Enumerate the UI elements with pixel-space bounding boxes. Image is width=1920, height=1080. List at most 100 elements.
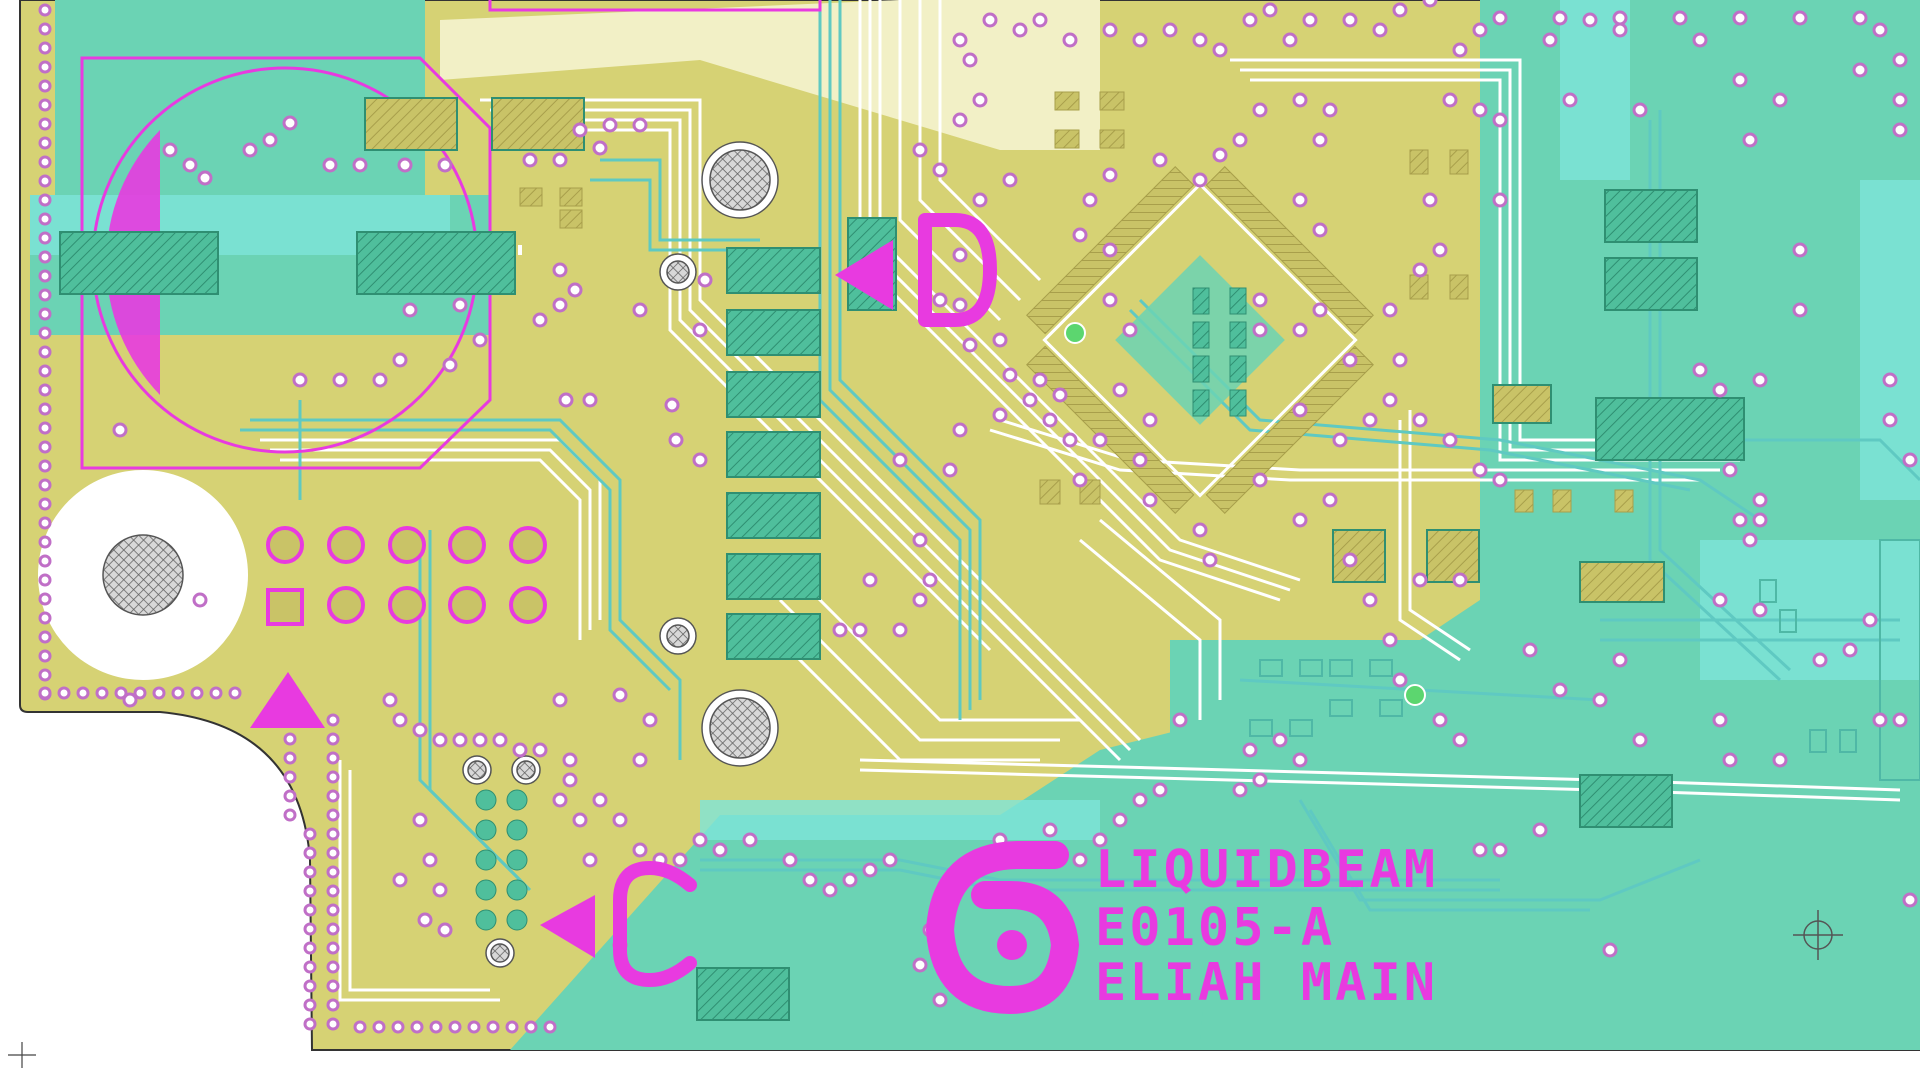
via [1472,22,1488,38]
via [326,789,340,803]
via [209,686,223,700]
via [1442,92,1458,108]
via [1892,92,1908,108]
via [1022,392,1038,408]
via [602,117,618,133]
via [1112,812,1128,828]
via [326,732,340,746]
via [432,732,448,748]
via [612,687,628,703]
tag-connect-pads [475,789,528,931]
via [1892,52,1908,68]
via [1752,512,1768,528]
via [1492,112,1508,128]
logo-text-line2: E0105-A [1095,898,1335,958]
via [486,1020,500,1034]
via [1232,782,1248,798]
via [1322,102,1338,118]
via [1082,192,1098,208]
ic-center-pads [1192,287,1247,417]
via [562,772,578,788]
via [283,732,297,746]
c-marker-letter [613,861,697,987]
via [912,142,928,158]
via [38,193,52,207]
via-layer [38,0,1918,1034]
via [38,516,52,530]
via [1342,552,1358,568]
via [1722,462,1738,478]
via [303,827,317,841]
via [552,692,568,708]
via [1252,292,1268,308]
via [912,532,928,548]
via [326,713,340,727]
via [1452,572,1468,588]
via [992,332,1008,348]
via [572,122,588,138]
via [1792,10,1808,26]
via [303,941,317,955]
via [38,497,52,511]
via [283,808,297,822]
via [1602,942,1618,958]
via [1002,172,1018,188]
via [1192,522,1208,538]
via [352,157,368,173]
via [802,872,818,888]
via [1212,147,1228,163]
via [1062,32,1078,48]
via [572,812,588,828]
via [1492,842,1508,858]
via [1772,92,1788,108]
via [1242,12,1258,28]
c-marker-arrow [540,895,595,958]
via [1732,512,1748,528]
via [912,957,928,973]
via [1052,387,1068,403]
via [1632,102,1648,118]
via [1292,752,1308,768]
via [38,554,52,568]
via [332,372,348,388]
via [326,979,340,993]
via [1742,132,1758,148]
top-clearance-areas [440,0,1100,150]
via [952,112,968,128]
via [1722,752,1738,768]
via [326,865,340,879]
via [228,686,242,700]
via [1062,432,1078,448]
via [1132,452,1148,468]
via [38,326,52,340]
via [412,812,428,828]
via [862,862,878,878]
via [1852,62,1868,78]
via [262,132,278,148]
via [1442,432,1458,448]
via [114,686,128,700]
d-marker-letter [918,213,997,327]
via [412,722,428,738]
via [448,1020,462,1034]
via [1072,227,1088,243]
via [632,302,648,318]
via [582,852,598,868]
via [1072,852,1088,868]
via [442,357,458,373]
via [1232,132,1248,148]
via [1252,322,1268,338]
via [1612,652,1628,668]
via [303,846,317,860]
via [372,1020,386,1034]
via [1742,532,1758,548]
via [1492,472,1508,488]
via [852,622,868,638]
via [1252,472,1268,488]
via [38,41,52,55]
via [1292,92,1308,108]
via [303,865,317,879]
via [632,117,648,133]
via [472,732,488,748]
